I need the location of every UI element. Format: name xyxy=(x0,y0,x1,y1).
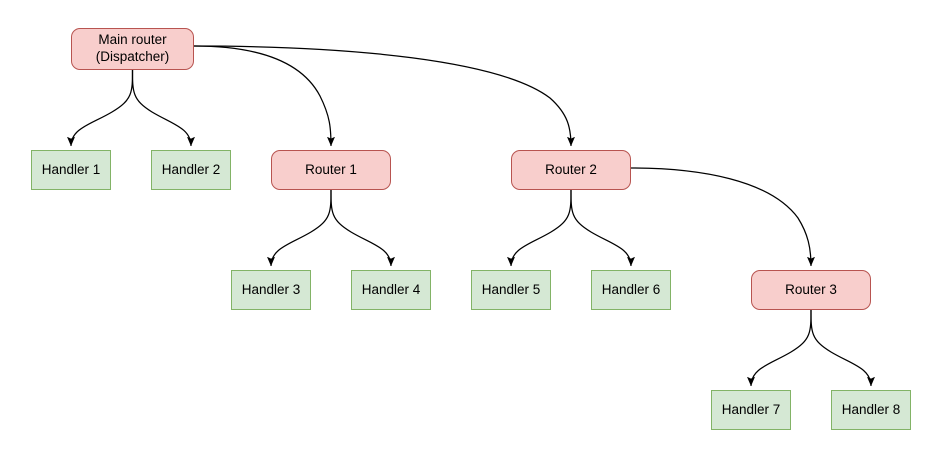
node-router-2[interactable]: Router 2 xyxy=(511,150,631,190)
edge-main-router-to-router-1 xyxy=(193,45,335,147)
edge-router-2-to-router-3 xyxy=(630,167,815,267)
edge-router-2-to-handler-5 xyxy=(507,189,572,267)
node-handler-2[interactable]: Handler 2 xyxy=(151,150,231,190)
node-handler-5[interactable]: Handler 5 xyxy=(471,270,551,310)
node-handler-8[interactable]: Handler 8 xyxy=(831,390,911,430)
edge-router-2-to-handler-6 xyxy=(570,189,635,267)
node-router-1[interactable]: Router 1 xyxy=(271,150,391,190)
node-handler-3[interactable]: Handler 3 xyxy=(231,270,311,310)
node-main-router[interactable]: Main router (Dispatcher) xyxy=(71,28,194,70)
node-handler-7[interactable]: Handler 7 xyxy=(711,390,791,430)
edge-router-1-to-handler-3 xyxy=(267,189,332,267)
node-handler-4[interactable]: Handler 4 xyxy=(351,270,431,310)
edge-router-3-to-handler-7 xyxy=(747,309,812,387)
edge-router-1-to-handler-4 xyxy=(330,189,395,267)
edge-main-router-to-router-2 xyxy=(193,45,575,147)
node-handler-6[interactable]: Handler 6 xyxy=(591,270,671,310)
node-handler-1[interactable]: Handler 1 xyxy=(31,150,111,190)
edge-main-router-to-handler-1 xyxy=(67,69,134,147)
edge-router-3-to-handler-8 xyxy=(810,309,875,387)
node-router-3[interactable]: Router 3 xyxy=(751,270,871,310)
edge-main-router-to-handler-2 xyxy=(131,69,195,147)
